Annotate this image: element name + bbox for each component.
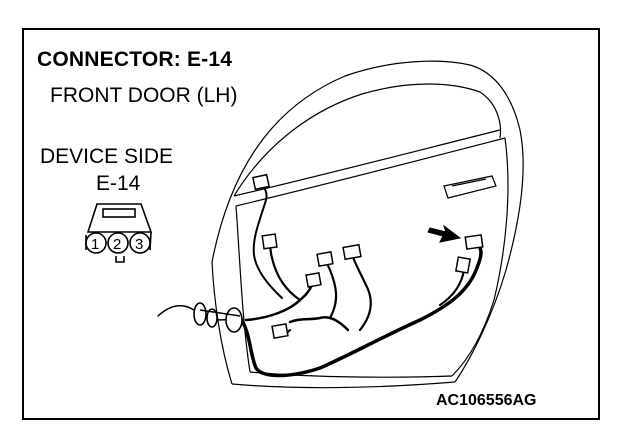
pin-3-label: 3	[135, 236, 143, 253]
connector-title: CONNECTOR: E-14	[37, 48, 233, 71]
arrow-pointer-icon	[427, 224, 462, 243]
connector-id-label: E-14	[96, 172, 141, 195]
connector-block-icon	[455, 256, 471, 274]
pin-2-label: 2	[113, 236, 121, 253]
connector-block-icon	[342, 243, 362, 261]
harness-connectors	[252, 173, 484, 339]
device-side-label: DEVICE SIDE	[40, 145, 174, 168]
connector-face-icon	[85, 203, 153, 263]
door-location-label: FRONT DOOR (LH)	[50, 84, 238, 107]
pin-1-label: 1	[91, 236, 99, 253]
connector-block-icon	[261, 233, 278, 250]
connector-block-icon	[305, 272, 322, 288]
connector-block-icon	[252, 173, 270, 191]
diagram-frame	[22, 28, 600, 420]
figure-code: AC106556AG	[436, 392, 537, 409]
grommet-icon	[193, 302, 243, 333]
connector-block-icon	[271, 323, 289, 339]
connector-e14-icon	[464, 234, 484, 250]
connector-block-icon	[316, 251, 334, 267]
